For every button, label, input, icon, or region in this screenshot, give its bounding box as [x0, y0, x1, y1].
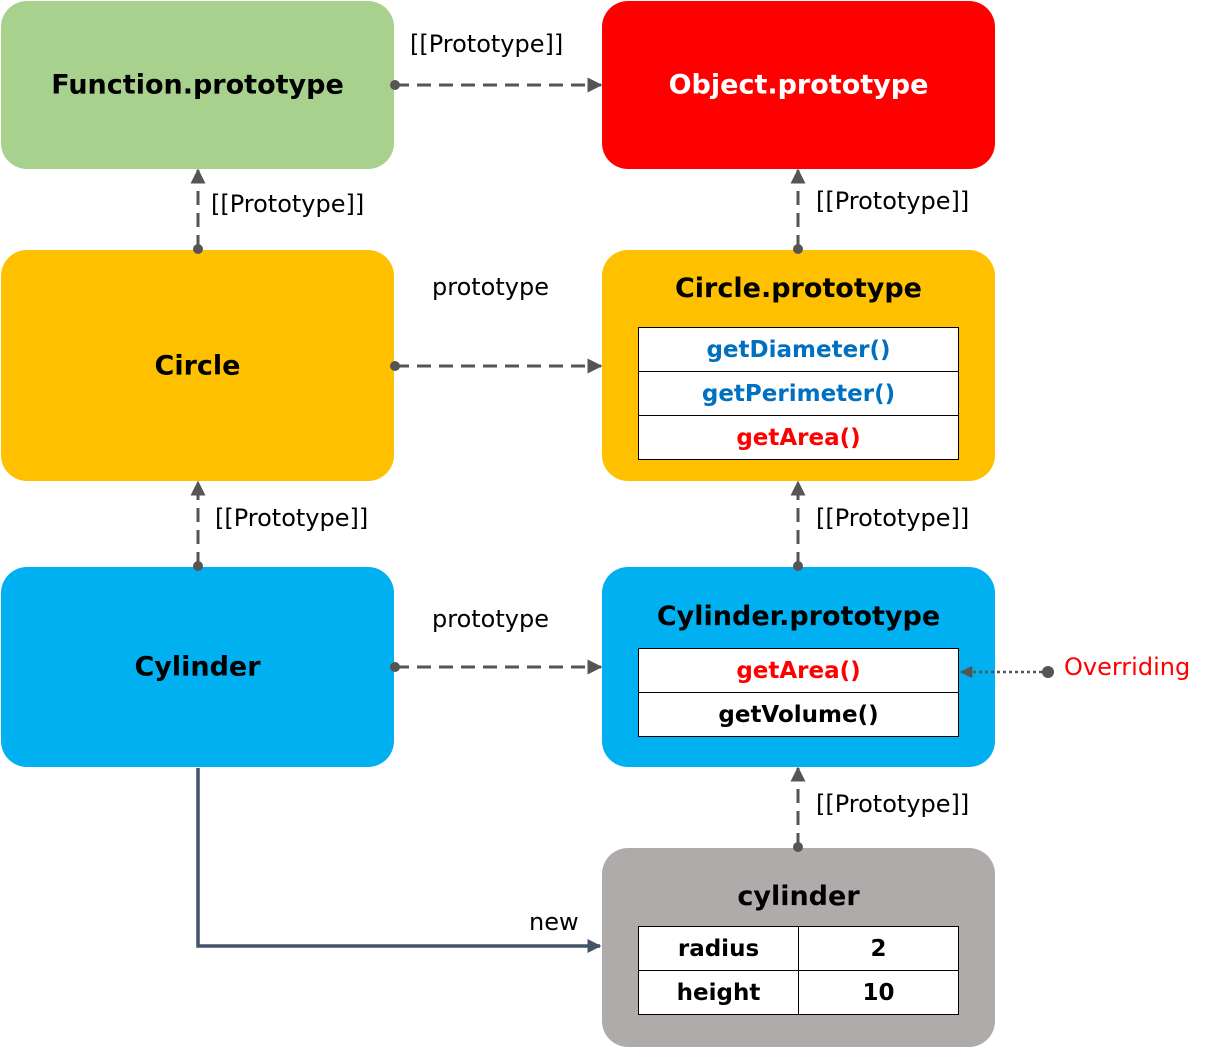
circle-title: Circle — [154, 350, 241, 381]
circle-proto-to-object-connector — [790, 168, 806, 254]
property-value-radius: 2 — [798, 926, 959, 971]
circle-prototype-methods: getDiameter() getPerimeter() getArea() — [638, 327, 959, 460]
label-cylinder-proto-to-circle-proto: [[Prototype]] — [816, 504, 970, 532]
method-get-area: getArea() — [638, 415, 959, 460]
cylinder-proto-to-circle-proto-connector — [790, 480, 806, 571]
circle-prototype-link-connector — [390, 358, 603, 374]
function-prototype-node: Function.prototype — [1, 1, 394, 169]
label-circle-to-function: [[Prototype]] — [211, 190, 365, 218]
method-row: getPerimeter() — [638, 371, 959, 416]
circle-prototype-node: Circle.prototype getDiameter() getPerime… — [602, 250, 995, 481]
cylinder-prototype-node: Cylinder.prototype getArea() getVolume() — [602, 567, 995, 767]
method-get-volume: getVolume() — [638, 692, 959, 737]
property-key-radius: radius — [638, 926, 799, 971]
cylinder-prototype-methods: getArea() getVolume() — [638, 648, 959, 737]
property-value-height: 10 — [798, 970, 959, 1015]
object-prototype-title: Object.prototype — [668, 69, 929, 101]
label-cylinder-to-circle: [[Prototype]] — [215, 504, 369, 532]
property-row: radius 2 — [638, 926, 959, 971]
cylinder-to-circle-connector — [190, 480, 206, 571]
cylinder-instance-properties: radius 2 height 10 — [638, 926, 959, 1015]
function-to-object-connector — [390, 77, 603, 93]
method-row: getVolume() — [638, 692, 959, 737]
object-prototype-node: Object.prototype — [602, 1, 995, 169]
cylinder-node: Cylinder — [1, 567, 394, 767]
cylinder-prototype-link-connector — [390, 659, 603, 675]
label-cylinder-prototype-link: prototype — [432, 605, 549, 633]
overriding-connector — [959, 665, 1054, 679]
circle-node: Circle — [1, 250, 394, 481]
method-row: getDiameter() — [638, 327, 959, 372]
label-circle-proto-to-object: [[Prototype]] — [816, 187, 970, 215]
label-circle-prototype-link: prototype — [432, 273, 549, 301]
cylinder-title: Cylinder — [134, 651, 261, 683]
method-get-perimeter: getPerimeter() — [638, 371, 959, 416]
circle-to-function-connector — [190, 168, 206, 254]
method-get-diameter: getDiameter() — [638, 327, 959, 372]
cylinder-prototype-title: Cylinder.prototype — [656, 601, 941, 632]
label-instance-to-cylinder-proto: [[Prototype]] — [816, 790, 970, 818]
property-row: height 10 — [638, 970, 959, 1015]
label-function-to-object: [[Prototype]] — [410, 30, 564, 58]
cylinder-instance-node: cylinder radius 2 height 10 — [602, 848, 995, 1047]
circle-prototype-title: Circle.prototype — [674, 273, 922, 304]
cylinder-instance-title: cylinder — [737, 881, 860, 912]
instance-to-cylinder-proto-connector — [790, 766, 806, 852]
function-prototype-title: Function.prototype — [51, 69, 344, 101]
method-row: getArea() — [638, 415, 959, 460]
new-arrow — [196, 768, 602, 953]
property-key-height: height — [638, 970, 799, 1015]
label-new: new — [529, 908, 579, 936]
label-overriding: Overriding — [1064, 653, 1191, 681]
